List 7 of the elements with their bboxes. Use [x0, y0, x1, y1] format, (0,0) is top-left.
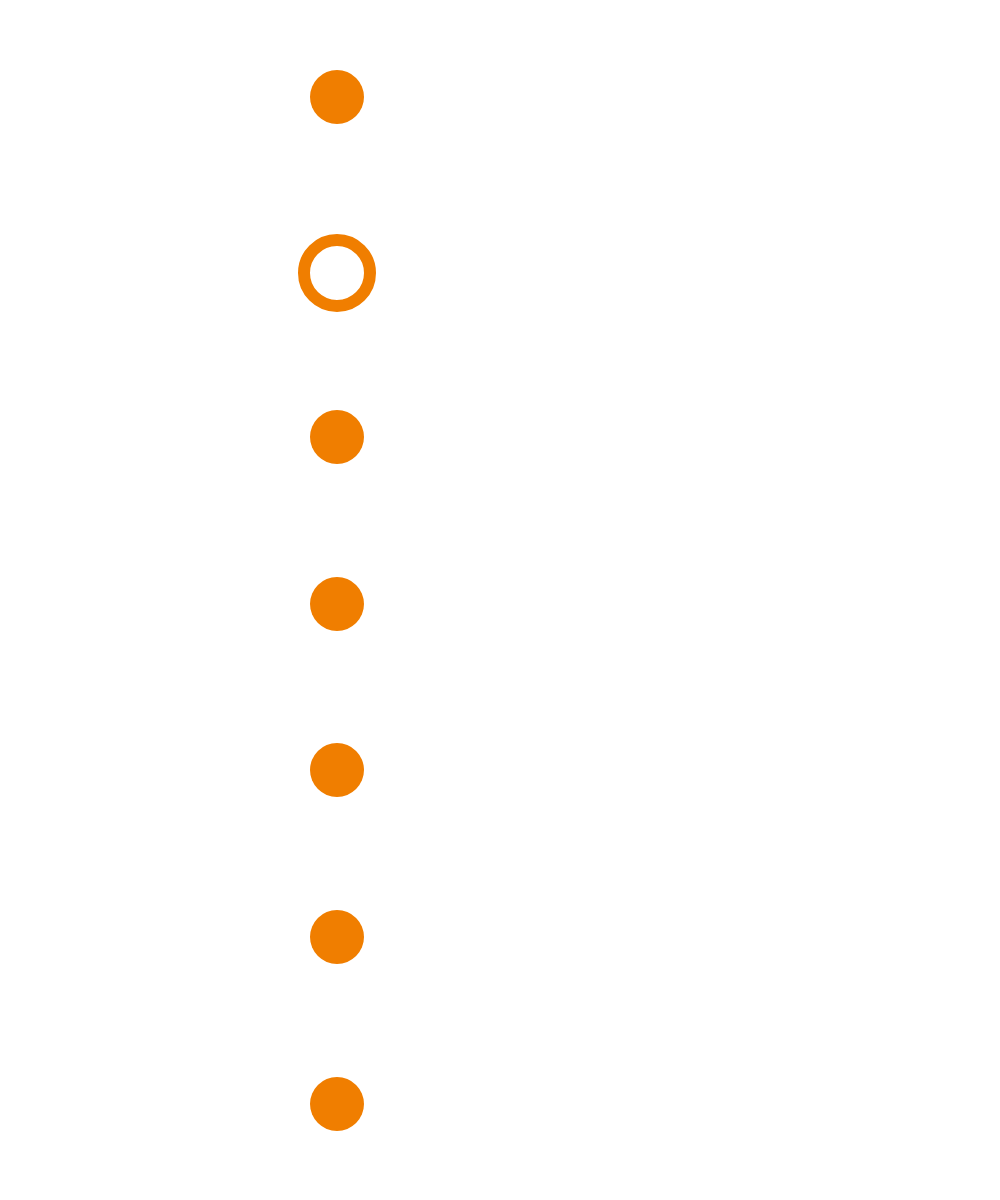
dot-marker — [310, 1077, 364, 1131]
ring-marker — [298, 234, 376, 312]
dot-marker — [310, 410, 364, 464]
dot-marker — [310, 577, 364, 631]
dot-marker — [310, 70, 364, 124]
dot-marker — [310, 743, 364, 797]
dot-marker — [310, 910, 364, 964]
